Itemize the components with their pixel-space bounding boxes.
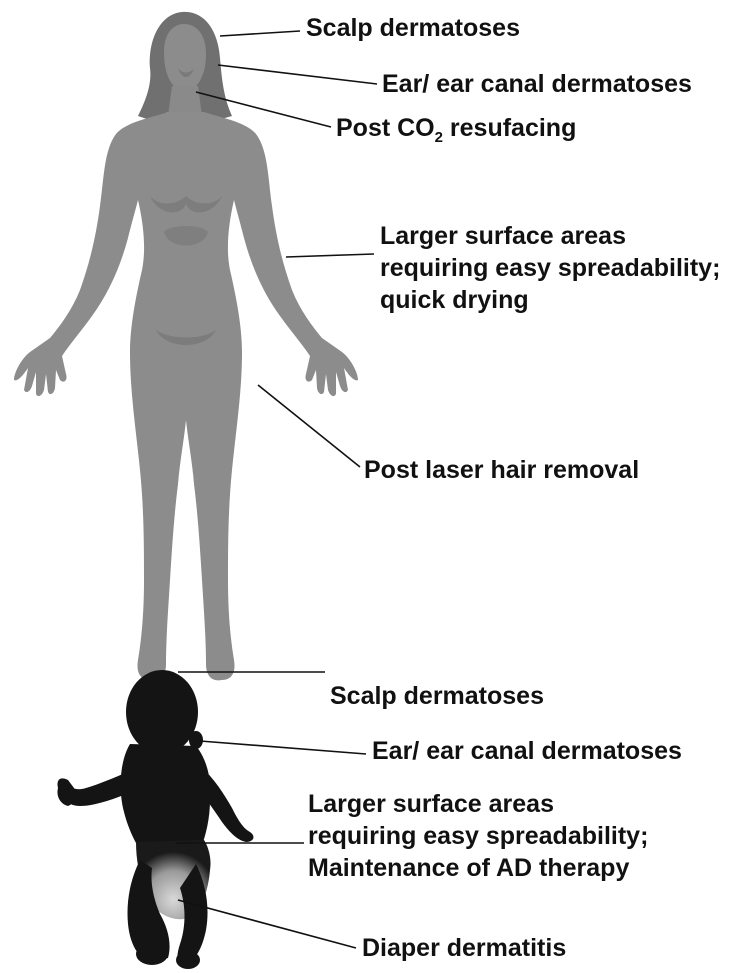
adult-label-laser: Post laser hair removal	[364, 454, 639, 486]
infant-label-diaper: Diaper dermatitis	[362, 932, 566, 964]
leader-adult-large-areas	[286, 254, 374, 257]
infant-label-large-areas: Larger surface areas requiring easy spre…	[308, 788, 648, 884]
adult-large-areas-line-3: quick drying	[380, 284, 720, 316]
adult-label-ear: Ear/ ear canal dermatoses	[382, 68, 692, 100]
leader-adult-laser	[258, 385, 360, 467]
infant-large-areas-line-2: requiring easy spreadability;	[308, 820, 648, 852]
adult-label-scalp: Scalp dermatoses	[306, 12, 520, 44]
adult-large-areas-line-1: Larger surface areas	[380, 220, 720, 252]
infant-torso	[121, 744, 211, 850]
infant-label-ear: Ear/ ear canal dermatoses	[372, 735, 682, 767]
adult-label-post-co2: Post CO2 resufacing	[336, 112, 576, 148]
adult-female-figure	[14, 12, 358, 681]
post-co2-subscript: 2	[435, 129, 443, 146]
infant-large-areas-line-3: Maintenance of AD therapy	[308, 852, 648, 884]
leader-infant-ear	[200, 741, 366, 754]
adult-large-areas-line-2: requiring easy spreadability;	[380, 252, 720, 284]
infant-head	[126, 670, 198, 754]
adult-label-large-areas: Larger surface areas requiring easy spre…	[380, 220, 720, 316]
leader-adult-scalp	[220, 31, 300, 36]
adult-neck	[168, 86, 202, 116]
leader-adult-ear	[218, 65, 377, 84]
infant-foot-left	[136, 943, 168, 965]
post-co2-suffix: resufacing	[443, 114, 576, 142]
post-co2-prefix: Post CO	[336, 114, 435, 142]
infant-hand-left	[57, 778, 74, 806]
infant-label-scalp: Scalp dermatoses	[330, 680, 544, 712]
infant-figure	[57, 670, 253, 969]
infant-foot-right	[176, 951, 200, 969]
infant-large-areas-line-1: Larger surface areas	[308, 788, 648, 820]
